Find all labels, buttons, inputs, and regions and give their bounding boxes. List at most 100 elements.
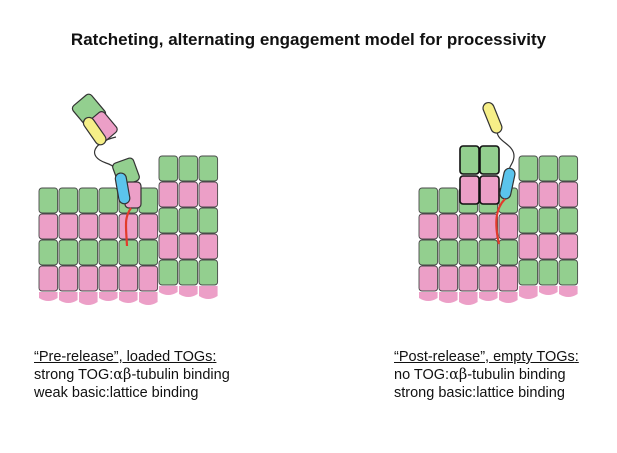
- tubulin-subunit-green: [198, 259, 219, 286]
- greek-text: αβ: [449, 367, 468, 383]
- caption-line-binding: strong TOG:αβ-tubulin binding: [34, 366, 230, 384]
- lattice-edge-right: [519, 286, 538, 299]
- tubulin-subunit-green: [78, 239, 99, 266]
- caption-line-binding: no TOG:αβ-tubulin binding: [394, 366, 579, 384]
- tubulin-subunit-pink: [78, 213, 99, 240]
- lattice-edge-left: [79, 292, 98, 305]
- tubulin-subunit-pink: [58, 265, 79, 292]
- tubulin-subunit-pink: [538, 233, 559, 260]
- tog-complex-post-release: [459, 101, 516, 245]
- tubulin-subunit-green: [138, 187, 159, 214]
- caption-line-lattice: strong basic:lattice binding: [394, 385, 565, 401]
- line-text: -tubulin binding: [131, 367, 230, 383]
- tubulin-subunit-pink: [158, 181, 179, 208]
- lattice-edge-left: [199, 286, 218, 299]
- tubulin-subunit-green: [178, 155, 199, 182]
- caption-heading-pre-release: “Pre-release”, loaded TOGs:: [34, 348, 230, 366]
- tubulin-subunit-pink: [558, 181, 579, 208]
- tubulin-subunit-pink: [478, 265, 499, 292]
- tubulin-subunit-green: [98, 239, 119, 266]
- tubulin-subunit-pink: [118, 265, 139, 292]
- lattice-edge-right: [419, 292, 438, 301]
- tubulin-subunit-green: [158, 155, 179, 182]
- tubulin-subunit-pink: [78, 265, 99, 292]
- tubulin-subunit-pink: [518, 233, 539, 260]
- tubulin-subunit-pink: [58, 213, 79, 240]
- line-text: strong TOG:: [34, 367, 114, 383]
- tubulin-subunit-pink: [438, 265, 459, 292]
- tubulin-subunit-green: [38, 187, 59, 214]
- tubulin-subunit-green: [558, 259, 579, 286]
- tubulin-subunit-green: [478, 239, 499, 266]
- microtubule-lattice-pre-release: [38, 155, 219, 305]
- tubulin-subunit-pink: [518, 181, 539, 208]
- lattice-edge-right: [439, 292, 458, 303]
- tog-linker-right: [496, 130, 515, 172]
- diagram-title: Ratcheting, alternating engagement model…: [70, 30, 547, 49]
- heading-text: “Pre-release”, loaded TOGs: [34, 349, 213, 365]
- greek-text: αβ: [113, 367, 132, 383]
- tubulin-subunit-pink: [138, 213, 159, 240]
- tubulin-subunit-green: [538, 259, 559, 286]
- bound-tubulin-green-right-1: [459, 145, 480, 175]
- tubulin-subunit-pink: [438, 213, 459, 240]
- tubulin-subunit-pink: [138, 265, 159, 292]
- caption-heading-post-release: “Post-release”, empty TOGs:: [394, 348, 579, 366]
- tubulin-subunit-green: [518, 259, 539, 286]
- tubulin-subunit-green: [458, 239, 479, 266]
- tubulin-subunit-green: [158, 259, 179, 286]
- tubulin-subunit-green: [558, 207, 579, 234]
- tubulin-subunit-pink: [198, 233, 219, 260]
- lattice-edge-right: [499, 292, 518, 303]
- tubulin-subunit-green: [418, 187, 439, 214]
- heading-colon: :: [574, 349, 579, 365]
- tubulin-subunit-green: [418, 239, 439, 266]
- tubulin-subunit-green: [438, 239, 459, 266]
- tubulin-subunit-green: [198, 155, 219, 182]
- tubulin-subunit-green: [178, 207, 199, 234]
- tubulin-subunit-pink: [538, 181, 559, 208]
- tog-yellow-right: [482, 101, 503, 134]
- lattice-edge-right: [539, 286, 558, 295]
- tubulin-subunit-pink: [458, 213, 479, 240]
- lattice-edge-right: [459, 292, 478, 305]
- caption-line-lattice: weak basic:lattice binding: [34, 385, 199, 401]
- tubulin-subunit-green: [518, 155, 539, 182]
- lattice-edge-right: [479, 292, 498, 301]
- heading-text: “Post-release”, empty TOGs: [394, 349, 575, 365]
- line-text: -tubulin binding: [467, 367, 566, 383]
- tog-blue-left: [114, 172, 131, 205]
- basic-linker-left: [124, 207, 132, 247]
- tubulin-subunit-pink: [458, 265, 479, 292]
- lattice-edge-left: [119, 292, 138, 303]
- tubulin-subunit-pink: [418, 213, 439, 240]
- lattice-edge-left: [159, 286, 178, 295]
- tubulin-subunit-pink: [118, 213, 139, 240]
- lattice-edge-left: [59, 292, 78, 303]
- tubulin-subunit-green: [438, 187, 459, 214]
- tubulin-subunit-pink: [478, 213, 499, 240]
- tubulin-subunit-green: [518, 207, 539, 234]
- tubulin-subunit-green: [118, 239, 139, 266]
- lattice-edge-left: [139, 292, 158, 305]
- tubulin-subunit-pink: [98, 265, 119, 292]
- line-text: no TOG:: [394, 367, 450, 383]
- bound-tubulin-pink-right-2: [479, 175, 500, 205]
- tubulin-subunit-pink: [558, 233, 579, 260]
- tubulin-subunit-green: [498, 239, 519, 266]
- tubulin-subunit-green: [158, 207, 179, 234]
- tubulin-subunit-pink: [178, 233, 199, 260]
- tog-yellow-left: [82, 116, 107, 146]
- lattice-edge-left: [39, 292, 58, 301]
- microtubule-lattice-post-release: [418, 155, 579, 305]
- caption-pre-release: “Pre-release”, loaded TOGs: strong TOG:α…: [34, 348, 230, 402]
- tubulin-subunit-green: [198, 207, 219, 234]
- tubulin-subunit-green: [98, 187, 119, 214]
- tubulin-subunit-green: [538, 207, 559, 234]
- tubulin-subunit-pink: [38, 265, 59, 292]
- tubulin-subunit-pink: [498, 213, 519, 240]
- tog-complex-pre-release: [71, 93, 142, 247]
- tubulin-subunit-pink: [98, 213, 119, 240]
- tubulin-subunit-green: [58, 239, 79, 266]
